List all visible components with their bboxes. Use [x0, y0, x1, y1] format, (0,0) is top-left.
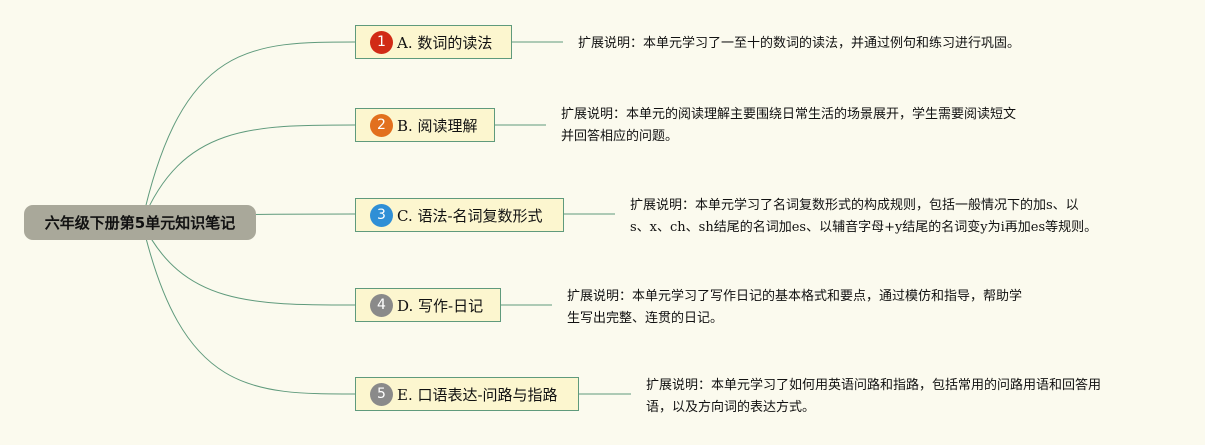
note-writing: 扩展说明：本单元学习了写作日记的基本格式和要点，通过模仿和指导，帮助学 生写出完… — [567, 289, 1023, 326]
number-badge-icon: 2 — [370, 113, 393, 137]
branch-topic-reading[interactable]: 2 B. 阅读理解 — [355, 108, 495, 142]
branch-topic-speaking[interactable]: 5 E. 口语表达-问路与指路 — [355, 377, 579, 411]
number-badge-icon: 1 — [370, 30, 393, 54]
root-topic[interactable]: 六年级下册第5单元知识笔记 — [24, 205, 256, 240]
note-grammar: 扩展说明：本单元学习了名词复数形式的构成规则，包括一般情况下的加s、以 s、x、… — [630, 198, 1098, 235]
connector-curve — [141, 41, 356, 223]
branch-topic-grammar[interactable]: 3 C. 语法-名词复数形式 — [355, 198, 564, 232]
number-badge-icon: 5 — [370, 382, 393, 406]
number-badge-icon: 3 — [370, 203, 393, 227]
number-badge-icon: 4 — [370, 293, 393, 317]
connector-curve — [141, 221, 356, 306]
branch-label: B. 阅读理解 — [397, 116, 478, 135]
connector-curve — [141, 124, 356, 223]
branch-label: A. 数词的读法 — [397, 33, 493, 52]
note-numerals: 扩展说明：本单元学习了一至十的数词的读法，并通过例句和练习进行巩固。 — [578, 36, 1021, 51]
branch-label: C. 语法-名词复数形式 — [397, 206, 543, 225]
root-topic-label: 六年级下册第5单元知识笔记 — [44, 214, 236, 232]
note-speaking: 扩展说明：本单元学习了如何用英语问路和指路，包括常用的问路用语和回答用 语，以及… — [646, 378, 1102, 415]
branch-label: E. 口语表达-问路与指路 — [397, 385, 558, 404]
connector-curve — [141, 221, 356, 395]
branch-topic-numerals[interactable]: 1 A. 数词的读法 — [355, 25, 512, 59]
note-reading: 扩展说明：本单元的阅读理解主要围绕日常生活的场景展开，学生需要阅读短文 并回答相… — [561, 107, 1017, 144]
branch-label: D. 写作-日记 — [397, 296, 484, 315]
branch-topic-writing[interactable]: 4 D. 写作-日记 — [355, 288, 501, 322]
